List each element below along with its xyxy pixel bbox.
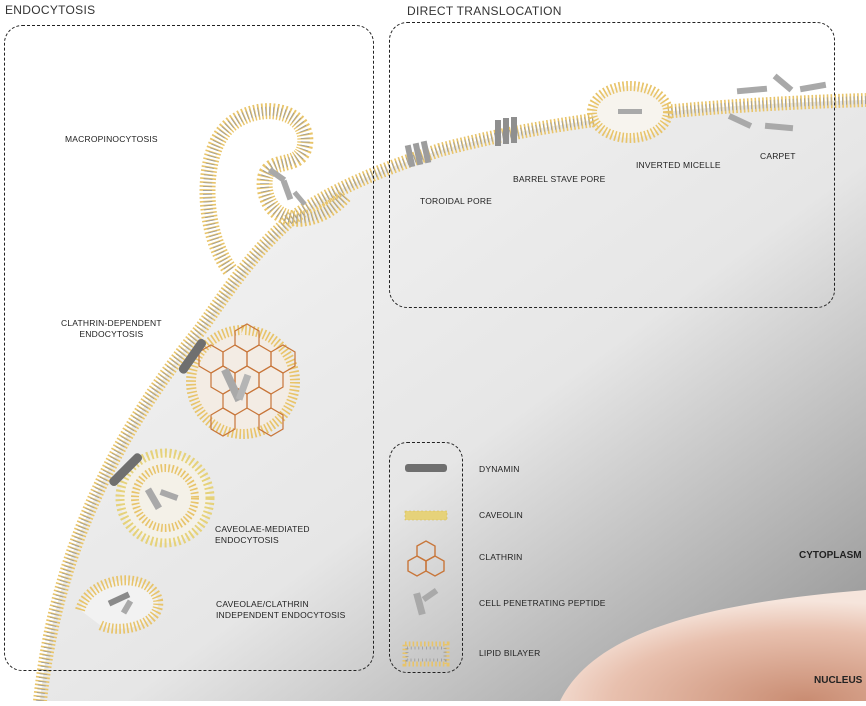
nucleus-label: NUCLEUS [814, 675, 863, 686]
nucleus-shape [560, 590, 866, 701]
caveolae-mediated-line-2: ENDOCYTOSIS [215, 535, 279, 545]
macropinocytosis-peptides [267, 167, 307, 207]
legend-clathrin-label: CLATHRIN [479, 552, 523, 562]
cytoplasm-label: CYTOPLASM [799, 550, 862, 561]
dynamin-ring-clathrin [178, 338, 206, 374]
clathrin-vesicle [186, 323, 300, 439]
caveolin-icon [404, 510, 448, 521]
carpet-label: CARPET [760, 151, 796, 161]
independent-vesicle [75, 575, 164, 634]
legend-peptide-label: CELL PENETRATING PEPTIDE [479, 598, 606, 608]
legend-box [389, 442, 463, 673]
inverted-micelle-shape [587, 81, 673, 143]
legend-caveolin-label: CAVEOLIN [479, 510, 523, 520]
carpet-peptides [727, 73, 827, 132]
peptide-icon [413, 587, 439, 616]
caveolae-mediated-label: CAVEOLAE-MEDIATED ENDOCYTOSIS [215, 524, 310, 546]
legend-icons [402, 464, 450, 667]
toroidal-pore-label: TOROIDAL PORE [420, 196, 493, 206]
legend-lipid-bilayer-label: LIPID BILAYER [479, 648, 541, 658]
independent-endocytosis-label: CAVEOLAE/CLATHRIN INDEPENDENT ENDOCYTOSI… [216, 599, 345, 621]
independent-line-2: INDEPENDENT ENDOCYTOSIS [216, 610, 346, 620]
macropinocytosis-ruffle [199, 103, 352, 275]
legend-dynamin-label: DYNAMIN [479, 464, 520, 474]
clathrin-icon [407, 540, 445, 577]
independent-line-1: CAVEOLAE/CLATHRIN [216, 599, 309, 609]
endocytosis-heading: ENDOCYTOSIS [5, 3, 96, 17]
caveolae-vesicle [115, 448, 215, 548]
lipid-bilayer-icon [402, 641, 450, 667]
barrel-stave-pore-shape [495, 117, 517, 146]
caveolae-mediated-line-1: CAVEOLAE-MEDIATED [215, 524, 310, 534]
cytoplasm-area [40, 100, 866, 701]
clathrin-dependent-line-1: CLATHRIN-DEPENDENT [61, 318, 162, 328]
clathrin-dependent-label: CLATHRIN-DEPENDENT ENDOCYTOSIS [61, 318, 162, 340]
dynamin-icon [405, 464, 447, 472]
inverted-micelle-label: INVERTED MICELLE [636, 160, 721, 170]
barrel-stave-pore-label: BARREL STAVE PORE [513, 174, 606, 184]
clathrin-dependent-line-2: ENDOCYTOSIS [79, 329, 144, 339]
macropinocytosis-label: MACROPINOCYTOSIS [65, 134, 158, 144]
endocytosis-box [4, 25, 374, 671]
toroidal-pore-shape [404, 140, 432, 168]
dynamin-ring-caveolae [109, 453, 143, 487]
direct-translocation-heading: DIRECT TRANSLOCATION [407, 4, 562, 18]
direct-translocation-box [389, 22, 835, 308]
